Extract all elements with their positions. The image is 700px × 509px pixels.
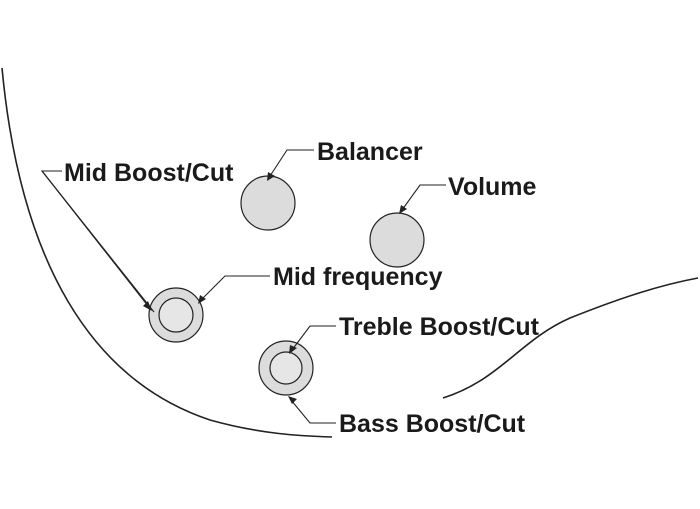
bass-boost-cut-leader	[290, 399, 336, 424]
mid-boost-cut-leader-2	[41, 170, 155, 313]
treble-boost-cut-knob[interactable]	[269, 351, 303, 385]
mid-frequency-arrowhead	[198, 295, 206, 304]
mid-frequency-knob[interactable]	[158, 297, 194, 333]
volume-leader	[401, 184, 446, 211]
volume-label: Volume	[448, 173, 537, 201]
balancer-leader	[269, 149, 314, 177]
balancer-knob[interactable]	[240, 175, 296, 231]
treble-boost-cut-label: Treble Boost/Cut	[339, 313, 540, 341]
mid-frequency-label: Mid frequency	[273, 263, 443, 291]
treble-boost-cut-arrowhead	[289, 345, 297, 354]
mid-boost-cut-label: Mid Boost/Cut	[64, 159, 234, 187]
balancer-arrowhead	[267, 172, 275, 181]
balancer-label: Balancer	[317, 138, 423, 166]
body-outline-right	[442, 277, 699, 399]
volume-arrowhead	[399, 205, 407, 214]
mid-frequency-leader	[200, 275, 270, 301]
treble-bass-stacked-knob[interactable]	[258, 340, 314, 396]
mid-boost-cut-arrowhead-1	[143, 301, 152, 311]
bass-boost-cut-arrowhead	[288, 396, 297, 404]
body-outline-left	[1, 67, 333, 438]
bass-boost-cut-label: Bass Boost/Cut	[339, 410, 526, 438]
volume-knob[interactable]	[369, 212, 425, 268]
mid-stacked-knob[interactable]	[148, 287, 204, 343]
treble-boost-cut-leader	[291, 325, 336, 351]
